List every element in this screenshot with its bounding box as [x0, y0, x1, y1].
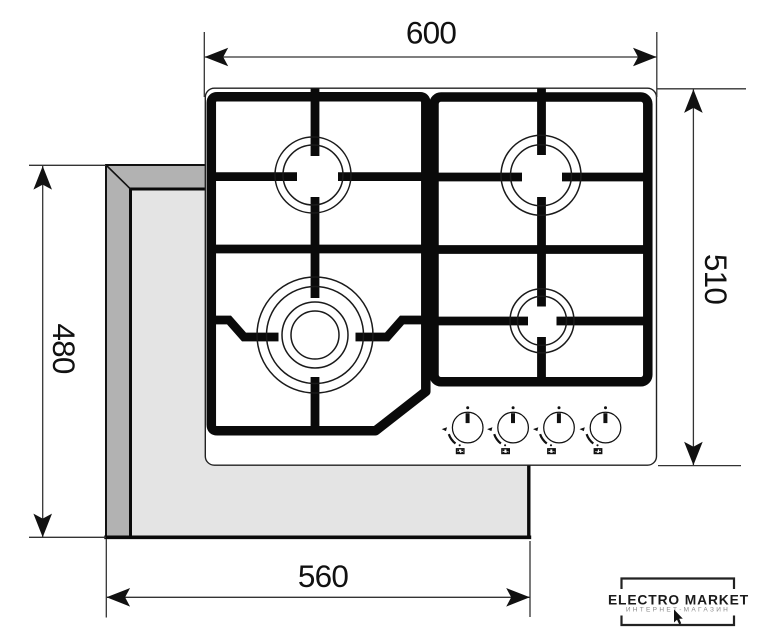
- svg-text:560: 560: [298, 558, 348, 594]
- svg-text:480: 480: [46, 323, 82, 373]
- svg-text:ELECTRO MARKET: ELECTRO MARKET: [608, 593, 749, 608]
- svg-text:ИНТЕРНЕТ-МАГАЗИН: ИНТЕРНЕТ-МАГАЗИН: [626, 606, 730, 613]
- svg-text:510: 510: [698, 254, 734, 304]
- svg-text:600: 600: [406, 14, 456, 50]
